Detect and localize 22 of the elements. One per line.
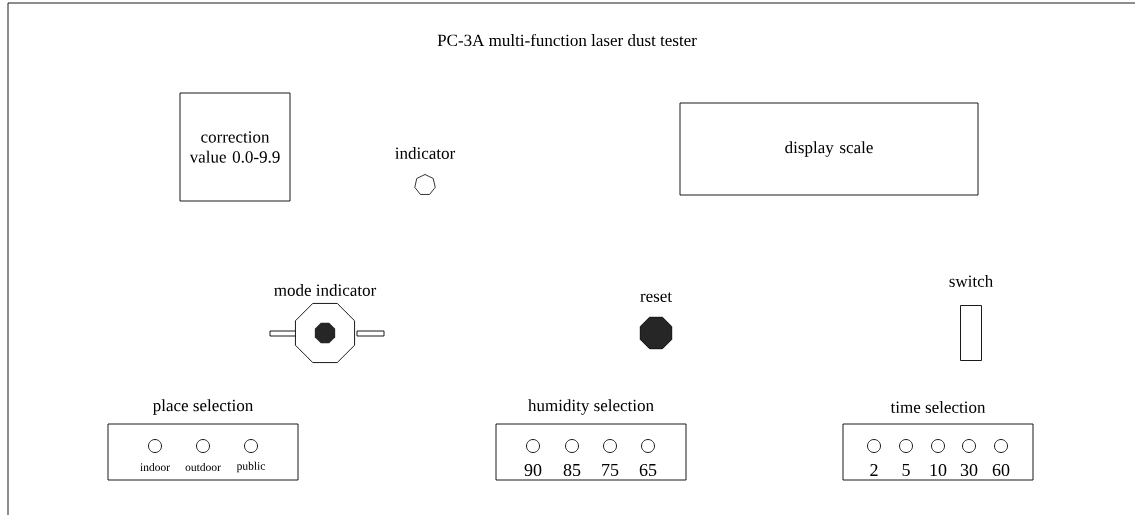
button-label: reset bbox=[640, 292, 672, 302]
selector-heading: place selection bbox=[153, 399, 254, 415]
selector-heading: time selection bbox=[890, 401, 986, 413]
selector-option-label: 65 bbox=[639, 463, 657, 477]
title: PC-3A multi-function laser dust tester bbox=[437, 33, 697, 47]
selector-option-label: 75 bbox=[602, 464, 619, 476]
selector-option-label: indoor bbox=[140, 462, 170, 472]
knob-label: mode indicator bbox=[274, 284, 377, 296]
lamp-label: indicator bbox=[395, 147, 456, 159]
label-box: display scale bbox=[679, 102, 979, 196]
selector-option-label: 85 bbox=[563, 463, 581, 477]
selector-option-label: 5 bbox=[902, 464, 910, 476]
selector-option-label: public bbox=[236, 461, 266, 473]
selector-option-label: 90 bbox=[524, 463, 542, 477]
selector-option-label: 10 bbox=[930, 463, 947, 477]
label-box: correction value 0.0-9.9 bbox=[179, 92, 291, 202]
switch-label: switch bbox=[949, 275, 993, 287]
selector-option-label: 60 bbox=[992, 463, 1010, 477]
selector-option-label: 30 bbox=[960, 463, 978, 477]
selector-option-label: 2 bbox=[870, 464, 878, 476]
selector-heading: humidity selection bbox=[528, 399, 654, 415]
selector-option-label: outdoor bbox=[185, 462, 221, 472]
